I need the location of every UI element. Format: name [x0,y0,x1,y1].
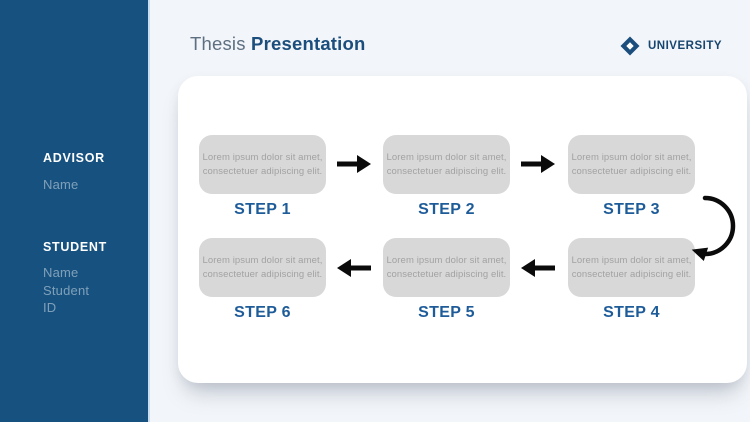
placeholder-text-line2: consectetuer adipiscing elit. [386,165,507,177]
placeholder-text-line2: consectetuer adipiscing elit. [571,165,692,177]
advisor-heading: ADVISOR [43,151,105,165]
slide-card: Lorem ipsum dolor sit amet, consectetuer… [178,76,747,383]
page-title-bold: Presentation [251,33,366,54]
student-id-line1: Student [43,282,90,298]
page-title: Thesis Presentation [190,33,366,55]
student-id-line2: ID [43,300,57,315]
placeholder-text-line1: Lorem ipsum dolor sit amet, [202,151,323,163]
step-1-label: STEP 1 [234,201,291,218]
placeholder-text-line1: Lorem ipsum dolor sit amet, [202,254,323,266]
student-name: Name [43,265,79,280]
diamond-icon [620,36,640,56]
step-1-box: Lorem ipsum dolor sit amet, consectetuer… [199,135,326,194]
arrow-right-icon [337,155,371,173]
page-title-regular: Thesis [190,33,246,54]
step-6-label: STEP 6 [234,304,291,321]
step-6-box: Lorem ipsum dolor sit amet, consectetuer… [199,238,326,297]
step-3-box: Lorem ipsum dolor sit amet, consectetuer… [568,135,695,194]
step-2-box: Lorem ipsum dolor sit amet, consectetuer… [383,135,510,194]
step-6: Lorem ipsum dolor sit amet, consectetuer… [199,238,326,322]
step-5-box: Lorem ipsum dolor sit amet, consectetuer… [383,238,510,297]
arrow-curve-down-icon [691,195,736,261]
placeholder-text-line1: Lorem ipsum dolor sit amet, [571,151,692,163]
placeholder-text-line1: Lorem ipsum dolor sit amet, [571,254,692,266]
student-details: Name Student ID [43,264,89,317]
sidebar: ADVISOR Name STUDENT Name Student ID [0,0,150,422]
placeholder-text-line2: consectetuer adipiscing elit. [571,268,692,280]
step-5: Lorem ipsum dolor sit amet, consectetuer… [383,238,510,322]
placeholder-text-line2: consectetuer adipiscing elit. [202,165,323,177]
arrow-left-icon [337,259,371,277]
step-3-label: STEP 3 [603,201,660,218]
arrow-left-icon [521,259,555,277]
step-4-label: STEP 4 [603,304,660,321]
step-1: Lorem ipsum dolor sit amet, consectetuer… [199,135,326,219]
placeholder-text-line2: consectetuer adipiscing elit. [386,268,507,280]
step-3: Lorem ipsum dolor sit amet, consectetuer… [568,135,695,219]
step-2-label: STEP 2 [418,201,475,218]
step-4-box: Lorem ipsum dolor sit amet, consectetuer… [568,238,695,297]
arrow-right-icon [521,155,555,173]
placeholder-text-line2: consectetuer adipiscing elit. [202,268,323,280]
placeholder-text-line1: Lorem ipsum dolor sit amet, [386,254,507,266]
step-2: Lorem ipsum dolor sit amet, consectetuer… [383,135,510,219]
student-heading: STUDENT [43,240,107,254]
step-4: Lorem ipsum dolor sit amet, consectetuer… [568,238,695,322]
step-5-label: STEP 5 [418,304,475,321]
university-logo-text: UNIVERSITY [648,40,723,52]
placeholder-text-line1: Lorem ipsum dolor sit amet, [386,151,507,163]
advisor-name: Name [43,177,79,192]
university-logo: UNIVERSITY [620,35,722,57]
